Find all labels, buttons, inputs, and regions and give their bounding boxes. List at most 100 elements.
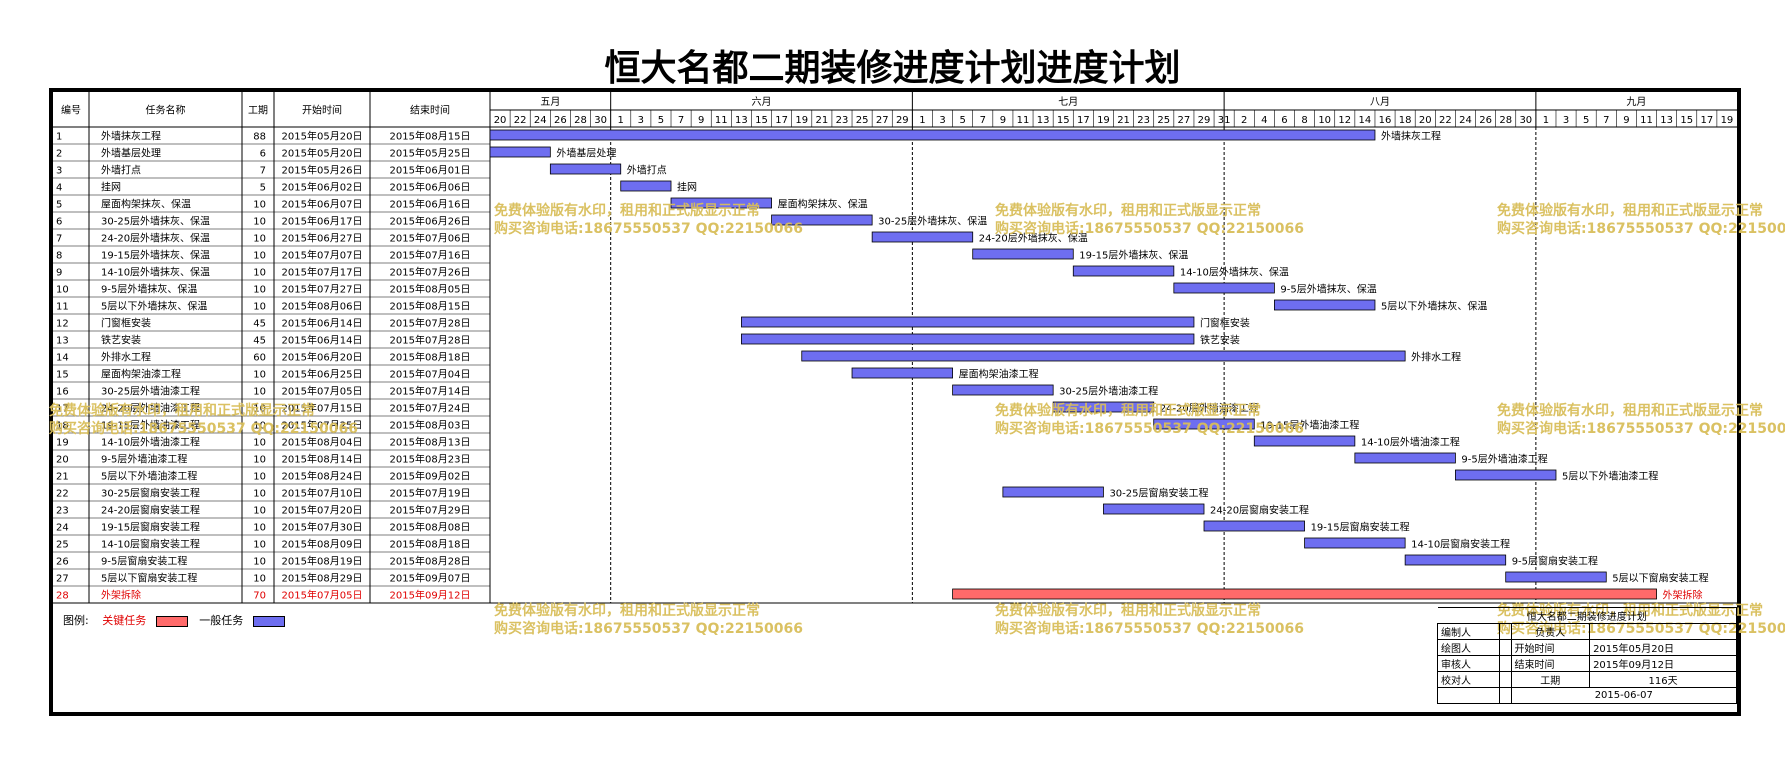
- day-label: 1: [919, 115, 925, 126]
- task-bar-label: 19-15层窗扇安装工程: [1311, 521, 1410, 534]
- task-duration: 70: [253, 591, 266, 602]
- task-bar: [1153, 418, 1255, 430]
- task-name: 9-5层窗扇安装工程: [101, 555, 187, 568]
- task-bar-label: 铁艺安装: [1200, 334, 1240, 347]
- legend-critical-swatch: [155, 615, 188, 627]
- info-owner: 负责人: [1510, 623, 1591, 640]
- task-start: 2015年08月06日: [282, 300, 363, 313]
- task-name: 外墙打点: [101, 164, 141, 177]
- task-end: 2015年07月28日: [390, 317, 471, 330]
- task-end: 2015年07月04日: [390, 368, 471, 381]
- task-bar: [489, 146, 551, 158]
- task-duration: 6: [260, 149, 266, 160]
- day-label: 16: [1379, 115, 1392, 126]
- info-start-value: 2015年05月20日: [1589, 639, 1737, 656]
- day-label: 1: [1543, 115, 1549, 126]
- day-label: 28: [574, 115, 587, 126]
- task-name: 5层以下窗扇安装工程: [101, 572, 197, 585]
- day-label: 13: [1037, 115, 1050, 126]
- task-bar: [741, 333, 1195, 345]
- task-end: 2015年08月03日: [390, 419, 471, 432]
- task-bar-label: 挂网: [677, 181, 697, 194]
- task-bar: [1253, 435, 1356, 447]
- info-end-label: 结束时间: [1510, 655, 1591, 672]
- month-label: 九月: [1626, 96, 1646, 108]
- watermark: 免费体验版有水印，租用和正式版显示正常购买咨询电话:18675550537 QQ…: [995, 603, 1304, 637]
- task-no: 17: [56, 404, 69, 415]
- task-bar-label: 24-20层外墙抹灰、保温: [979, 232, 1088, 245]
- day-label: 5: [658, 115, 664, 126]
- task-bar: [1052, 401, 1155, 413]
- info-reviewer: 审核人: [1437, 655, 1500, 672]
- watermark: 免费体验版有水印，租用和正式版显示正常购买咨询电话:18675550537 QQ…: [995, 203, 1304, 237]
- day-label: 20: [494, 115, 507, 126]
- day-label: 15: [1680, 115, 1693, 126]
- day-label: 19: [1721, 115, 1734, 126]
- task-end: 2015年07月19日: [390, 487, 471, 500]
- day-label: 21: [1117, 115, 1130, 126]
- task-no: 15: [56, 370, 69, 381]
- task-bar: [771, 214, 873, 226]
- task-duration: 10: [253, 268, 266, 279]
- day-label: 31: [1218, 115, 1231, 126]
- task-name: 30-25层外墙抹灰、保温: [101, 215, 210, 228]
- task-start: 2015年07月05日: [282, 589, 363, 602]
- day-label: 10: [1318, 115, 1331, 126]
- task-name: 外墙抹灰工程: [101, 130, 161, 143]
- task-no: 11: [56, 302, 69, 313]
- day-label: 30: [594, 115, 607, 126]
- task-bar: [1002, 486, 1104, 498]
- task-no: 10: [56, 285, 69, 296]
- task-bar: [952, 588, 1657, 600]
- task-name: 19-15层外墙抹灰、保温: [101, 249, 210, 262]
- column-header-start: 开始时间: [302, 104, 342, 117]
- info-editor: 编制人: [1437, 623, 1500, 640]
- task-no: 2: [56, 149, 62, 160]
- task-start: 2015年08月14日: [282, 453, 363, 466]
- task-start: 2015年07月30日: [282, 521, 363, 534]
- task-start: 2015年08月29日: [282, 572, 363, 585]
- task-start: 2015年06月27日: [282, 232, 363, 245]
- task-name: 14-10层外墙油漆工程: [101, 436, 200, 449]
- task-name: 铁艺安装: [101, 334, 141, 347]
- day-label: 19: [795, 115, 808, 126]
- task-duration: 7: [260, 166, 266, 177]
- task-no: 9: [56, 268, 62, 279]
- day-label: 13: [735, 115, 748, 126]
- task-no: 23: [56, 506, 69, 517]
- task-no: 26: [56, 557, 69, 568]
- task-duration: 10: [253, 217, 266, 228]
- task-name: 19-15层外墙油漆工程: [101, 419, 200, 432]
- day-label: 15: [755, 115, 768, 126]
- task-no: 22: [56, 489, 69, 500]
- task-start: 2015年06月14日: [282, 317, 363, 330]
- day-label: 9: [698, 115, 704, 126]
- day-label: 7: [980, 115, 986, 126]
- task-bar-label: 9-5层外墙油漆工程: [1461, 453, 1547, 466]
- task-bar: [801, 350, 1406, 362]
- task-duration: 88: [253, 132, 266, 143]
- day-label: 8: [1301, 115, 1307, 126]
- day-label: 25: [856, 115, 869, 126]
- info-date: 2015-06-07: [1510, 687, 1738, 704]
- task-bar-label: 9-5层窗扇安装工程: [1512, 555, 1598, 568]
- day-label: 7: [678, 115, 684, 126]
- task-name: 24-20层外墙抹灰、保温: [101, 232, 210, 245]
- task-start: 2015年06月14日: [282, 334, 363, 347]
- task-name: 挂网: [101, 181, 121, 194]
- day-label: 11: [715, 115, 728, 126]
- task-end: 2015年06月06日: [390, 181, 471, 194]
- task-no: 6: [56, 217, 62, 228]
- info-drawer: 绘图人: [1437, 639, 1500, 656]
- task-end: 2015年07月28日: [390, 334, 471, 347]
- day-label: 7: [1603, 115, 1609, 126]
- info-title: 恒大名都二期装修进度计划: [1437, 607, 1737, 624]
- task-no: 28: [56, 591, 69, 602]
- task-end: 2015年07月26日: [390, 266, 471, 279]
- task-start: 2015年07月15日: [282, 402, 363, 415]
- task-name: 14-10层外墙抹灰、保温: [101, 266, 210, 279]
- task-no: 20: [56, 455, 69, 466]
- day-label: 17: [775, 115, 788, 126]
- task-start: 2015年06月02日: [282, 181, 363, 194]
